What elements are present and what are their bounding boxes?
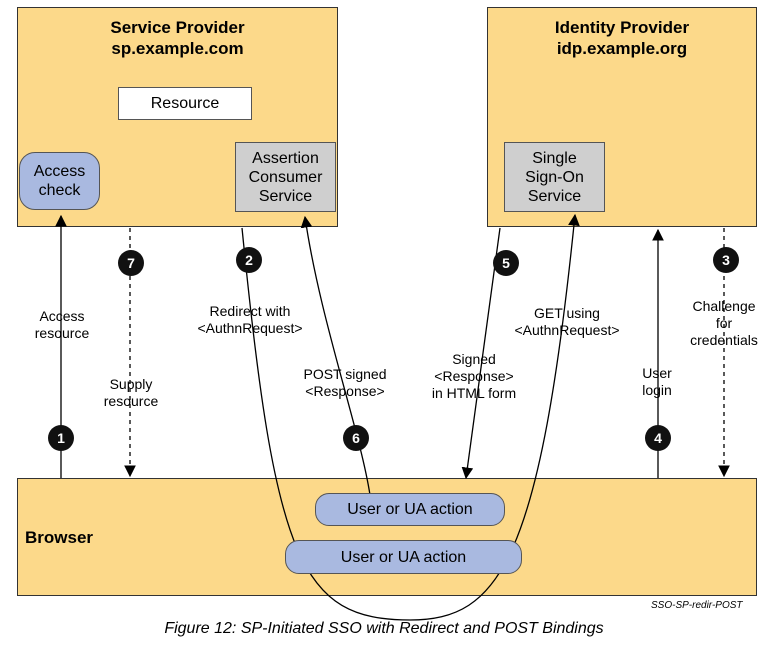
browser-label: Browser <box>25 528 94 547</box>
label-challenge: Challenge for credentials <box>690 298 758 348</box>
idp-domain: idp.example.org <box>556 39 688 58</box>
assertion-consumer-service-box: Assertion Consumer Service <box>235 142 336 212</box>
user-ua-action-bottom: User or UA action <box>285 540 522 574</box>
access-check-box: Access check <box>19 152 100 210</box>
sp-name: Service Provider <box>110 18 245 37</box>
label-post-signed: POST signed <Response> <box>303 366 387 399</box>
step-7: 7 <box>118 250 144 276</box>
step-3: 3 <box>713 247 739 273</box>
step-6: 6 <box>343 425 369 451</box>
acs-line2: Consumer <box>248 168 323 186</box>
idp-name: Identity Provider <box>554 18 690 37</box>
curve-post-signed <box>300 215 371 496</box>
step-2: 2 <box>236 247 262 273</box>
sso-line3: Service <box>527 187 582 205</box>
user-ua-action-top: User or UA action <box>315 493 505 526</box>
acs-line1: Assertion <box>252 149 319 167</box>
label-redirect: Redirect with <AuthnRequest> <box>197 303 303 336</box>
sp-domain: sp.example.com <box>111 39 244 58</box>
access-check-line1: Access <box>33 163 86 180</box>
single-sign-on-service-box: Single Sign-On Service <box>504 142 605 212</box>
resource-box: Resource <box>118 87 252 120</box>
label-user-login: User login <box>642 365 672 398</box>
access-check-line2: check <box>38 182 81 199</box>
step-5: 5 <box>493 250 519 276</box>
idp-title: Identity Provider idp.example.org <box>487 17 757 59</box>
sp-title: Service Provider sp.example.com <box>17 17 338 59</box>
source-tag: SSO-SP-redir-POST <box>651 600 743 611</box>
label-access-resource: Access resource <box>34 308 90 341</box>
figure-caption: Figure 12: SP-Initiated SSO with Redirec… <box>164 620 604 637</box>
step-1: 1 <box>48 425 74 451</box>
curve-redirect-get <box>241 213 580 621</box>
label-supply-resource: Supply resource <box>103 376 159 409</box>
acs-line3: Service <box>258 187 313 205</box>
step-4: 4 <box>645 425 671 451</box>
sso-line1: Single <box>532 149 577 167</box>
label-get-using: GET using <AuthnRequest> <box>514 305 620 338</box>
label-signed-response: Signed <Response> in HTML form <box>431 351 517 401</box>
sso-line2: Sign-On <box>525 168 584 186</box>
